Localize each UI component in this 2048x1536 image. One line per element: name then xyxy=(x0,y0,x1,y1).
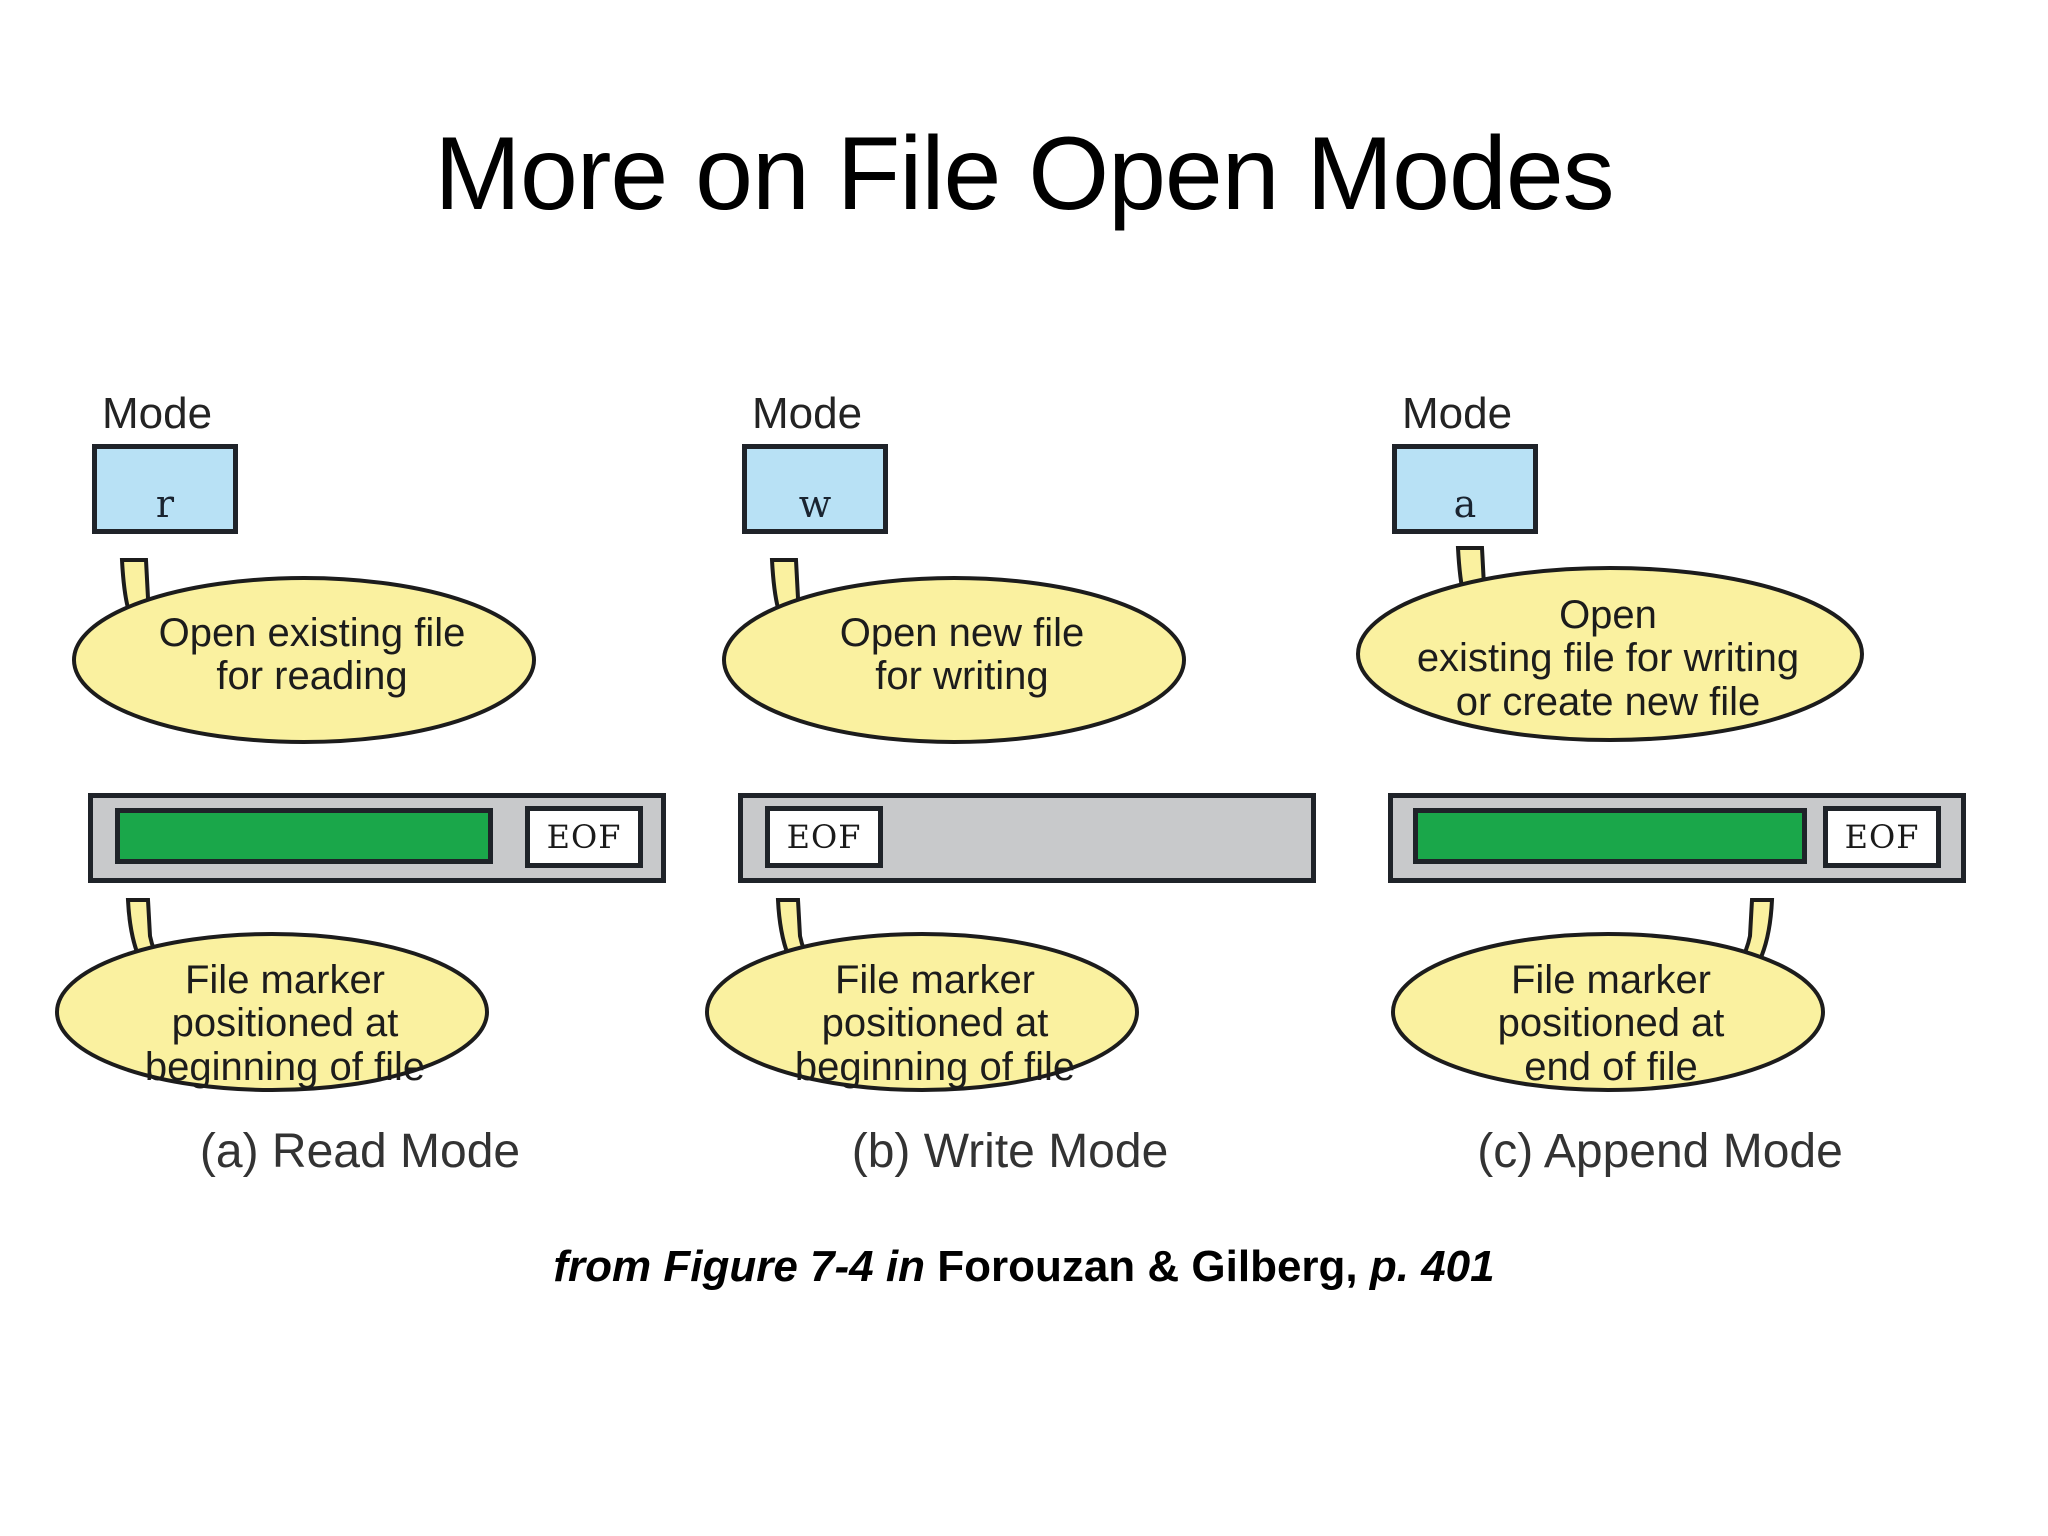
panel-caption-append: (c) Append Mode xyxy=(1477,1125,1843,1178)
mode-char: a xyxy=(1453,482,1477,526)
mode-char: w xyxy=(798,482,832,526)
callout-shape xyxy=(72,558,536,744)
eof-marker: EOF xyxy=(525,806,643,868)
attribution-part-3: p. 401 xyxy=(1357,1242,1495,1291)
panel-caption-write: (b) Write Mode xyxy=(851,1125,1169,1178)
attribution-part-1: from Figure 7-4 in xyxy=(553,1242,938,1291)
callout-ellipse xyxy=(1356,566,1864,742)
mode-label: Mode xyxy=(102,389,213,438)
callout-read-marker: File marker positioned at beginning of f… xyxy=(50,898,520,1100)
mode-box-read: r xyxy=(92,444,238,534)
callout-shape xyxy=(1391,898,1825,1092)
panel-write-mode: Mode w Open new file for writing EOF Fil xyxy=(690,0,1330,1250)
callout-read-description: Open existing file for reading xyxy=(62,558,562,750)
mode-label: Mode xyxy=(1402,389,1513,438)
callout-write-marker: File marker positioned at beginning of f… xyxy=(700,898,1170,1100)
eof-marker: EOF xyxy=(1823,806,1941,868)
callout-ellipse xyxy=(1391,932,1825,1092)
file-bar-write: EOF xyxy=(738,793,1316,883)
page-title: More on File Open Modes xyxy=(434,116,1614,232)
callout-shape xyxy=(1356,546,1864,742)
callout-shape xyxy=(722,558,1186,744)
callout-append-marker: File marker positioned at end of file xyxy=(1376,898,1846,1100)
attribution-part-2: Forouzan & Gilberg, xyxy=(937,1242,1358,1291)
mode-char: r xyxy=(155,482,175,526)
callout-shape xyxy=(705,898,1139,1092)
mode-box-append: a xyxy=(1392,444,1538,534)
callout-write-description: Open new file for writing xyxy=(712,558,1212,750)
callout-ellipse xyxy=(55,932,489,1092)
attribution-line: from Figure 7-4 in Forouzan & Gilberg, p… xyxy=(0,1245,2048,1289)
panel-append-mode: Mode a Open existing file for writing or… xyxy=(1340,0,1980,1250)
mode-label: Mode xyxy=(752,389,863,438)
file-bar-read: EOF xyxy=(88,793,666,883)
mode-box-write: w xyxy=(742,444,888,534)
callout-shape xyxy=(55,898,489,1092)
callout-ellipse xyxy=(705,932,1139,1092)
callout-append-description: Open existing file for writing or create… xyxy=(1348,546,1868,750)
file-bar-append: EOF xyxy=(1388,793,1966,883)
file-data-region xyxy=(115,808,493,864)
panel-read-mode: Mode r Open existing file for reading EO… xyxy=(40,0,680,1250)
eof-marker: EOF xyxy=(765,806,883,868)
panel-caption-read: (a) Read Mode xyxy=(199,1125,521,1178)
callout-ellipse xyxy=(722,576,1186,744)
callout-ellipse xyxy=(72,576,536,744)
file-data-region xyxy=(1413,808,1807,864)
